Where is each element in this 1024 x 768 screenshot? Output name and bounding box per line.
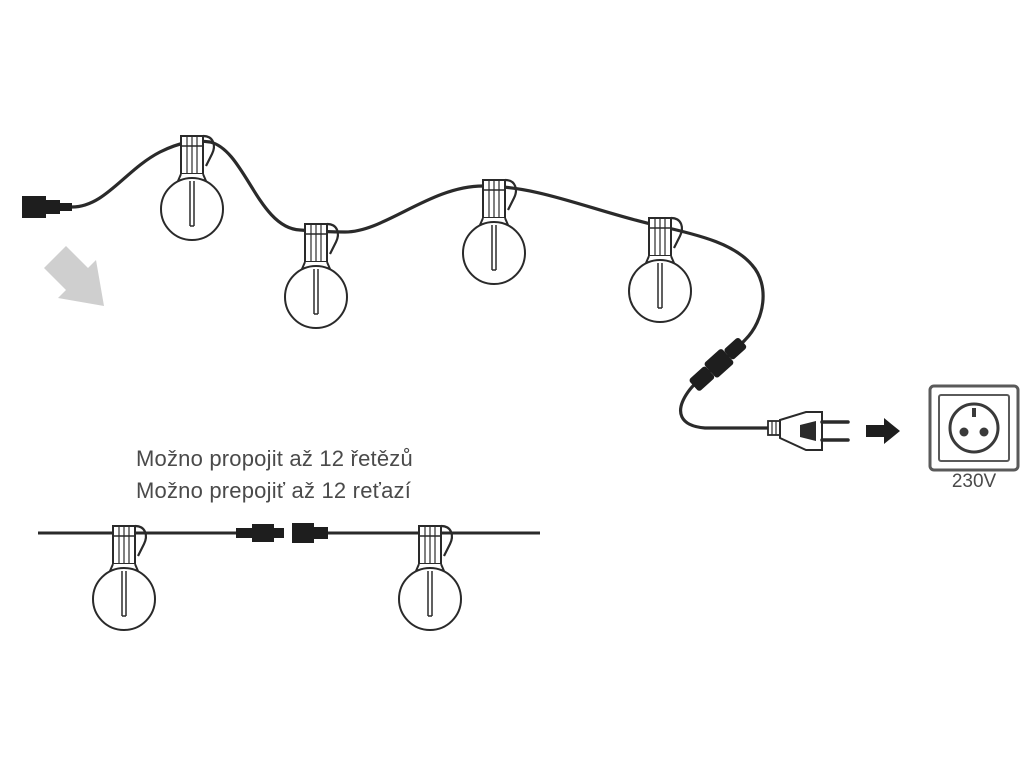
end-connector — [22, 196, 72, 218]
light-bulb-icon — [627, 216, 693, 324]
connect-limit-caption-sk: Možno prepojiť až 12 reťazí — [136, 478, 412, 503]
light-bulb-icon — [283, 222, 349, 330]
light-bulb-icon — [159, 134, 225, 242]
inline-connector — [689, 337, 747, 391]
power-plug-icon — [767, 411, 850, 451]
diagonal-arrow-icon — [44, 246, 104, 306]
male-connector — [236, 524, 284, 542]
light-bulb-icon — [91, 524, 157, 632]
female-connector — [292, 523, 328, 543]
linked-strings — [38, 523, 540, 632]
light-bulb-icon — [397, 524, 463, 632]
connect-limit-caption-cz: Možno propojit až 12 řetězů — [136, 446, 413, 471]
right-arrow-icon — [866, 418, 900, 444]
light-bulb-icon — [461, 178, 527, 286]
wall-socket-icon — [928, 384, 1020, 472]
voltage-label: 230V — [951, 471, 997, 492]
